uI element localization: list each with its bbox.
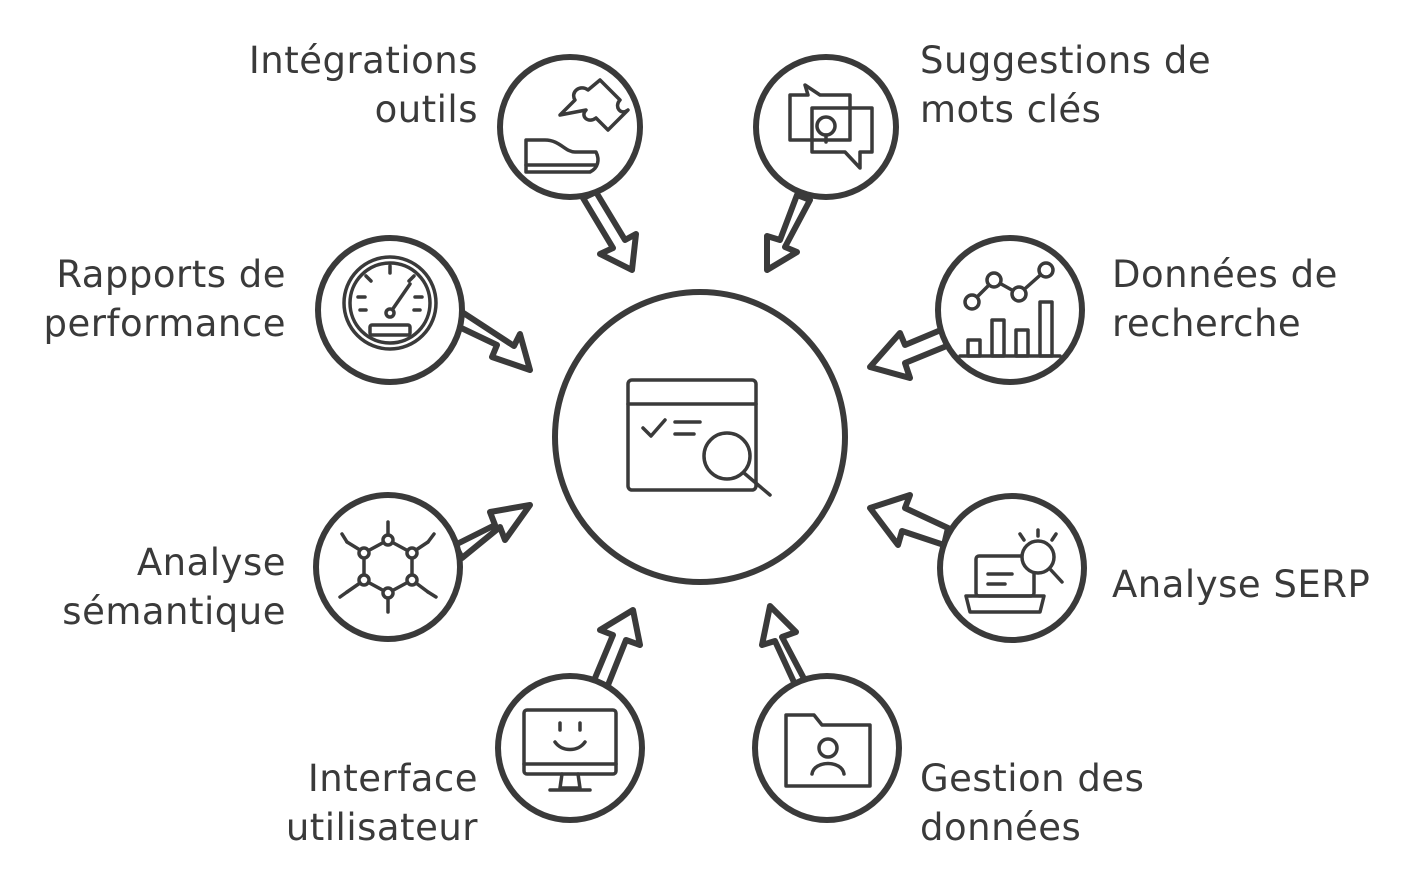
idea-bubble-icon xyxy=(788,83,874,170)
arrow-semantic xyxy=(452,502,533,561)
laptop-search-icon xyxy=(964,528,1064,614)
puzzle-icon xyxy=(524,78,630,174)
trend-chart-icon xyxy=(958,261,1062,358)
arrow-integrations xyxy=(580,189,639,273)
label-search-data: Données de recherche xyxy=(1112,253,1338,345)
speedometer-icon xyxy=(342,255,438,351)
node-serp xyxy=(937,493,1087,643)
node-data-management xyxy=(752,673,902,823)
arrow-serp xyxy=(867,492,951,548)
node-semantic xyxy=(313,492,463,642)
label-data-management: Gestion des données xyxy=(920,757,1145,849)
label-semantic: Analyse sémantique xyxy=(62,541,286,633)
center-node xyxy=(552,289,848,585)
node-keywords xyxy=(753,54,899,200)
user-folder-icon xyxy=(784,713,872,788)
label-ui: Interface utilisateur xyxy=(285,757,478,849)
node-reports xyxy=(315,235,465,385)
label-integrations: Intégrations outils xyxy=(248,39,478,131)
node-integrations xyxy=(497,54,643,200)
arrows xyxy=(452,189,957,698)
node-ui xyxy=(495,673,645,823)
label-serp: Analyse SERP xyxy=(1112,563,1371,606)
label-keywords: Suggestions de mots clés xyxy=(920,39,1212,131)
seo-tool-search-icon xyxy=(626,378,772,497)
molecule-icon xyxy=(338,520,438,614)
arrow-reports xyxy=(452,309,533,373)
label-reports: Rapports de performance xyxy=(43,253,286,345)
arrow-keywords xyxy=(764,192,813,273)
smiley-monitor-icon xyxy=(522,708,618,792)
node-search-data xyxy=(935,235,1085,385)
